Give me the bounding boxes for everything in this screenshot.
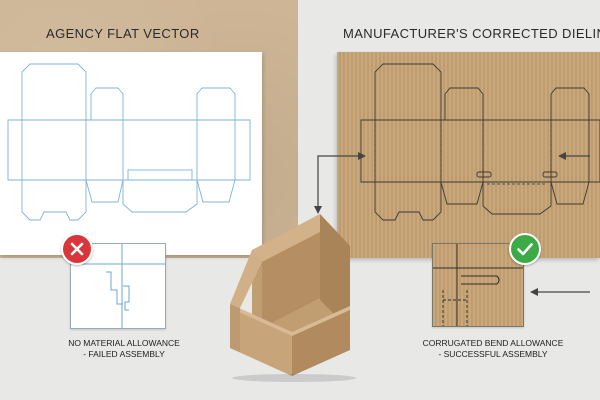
successful-joint-drawing xyxy=(433,244,523,326)
failed-joint-detail xyxy=(70,243,166,329)
x-cross-icon xyxy=(61,233,93,265)
corrected-dieline xyxy=(360,63,600,221)
successful-joint-detail xyxy=(432,243,524,327)
right-caption-line1: CORRUGATED BEND ALLOWANCE xyxy=(422,338,564,348)
right-caption: CORRUGATED BEND ALLOWANCE - SUCCESSFUL A… xyxy=(420,338,566,360)
assembled-display-box xyxy=(230,214,356,382)
corrugated-sheet xyxy=(337,52,600,258)
left-caption: NO MATERIAL ALLOWANCE - FAILED ASSEMBLY xyxy=(54,338,194,360)
agency-flat-sheet xyxy=(0,52,262,255)
left-caption-line2: - FAILED ASSEMBLY xyxy=(83,349,165,359)
left-panel-title: AGENCY FLAT VECTOR xyxy=(46,26,200,41)
check-mark-icon xyxy=(509,233,541,265)
x-glyph xyxy=(70,242,84,256)
left-caption-line1: NO MATERIAL ALLOWANCE xyxy=(68,338,180,348)
right-caption-line2: - SUCCESSFUL ASSEMBLY xyxy=(438,349,548,359)
check-glyph xyxy=(517,243,533,256)
agency-dieline xyxy=(7,63,251,221)
right-panel-title: MANUFACTURER'S CORRECTED DIELINE xyxy=(343,26,600,41)
failed-joint-drawing xyxy=(71,244,165,328)
